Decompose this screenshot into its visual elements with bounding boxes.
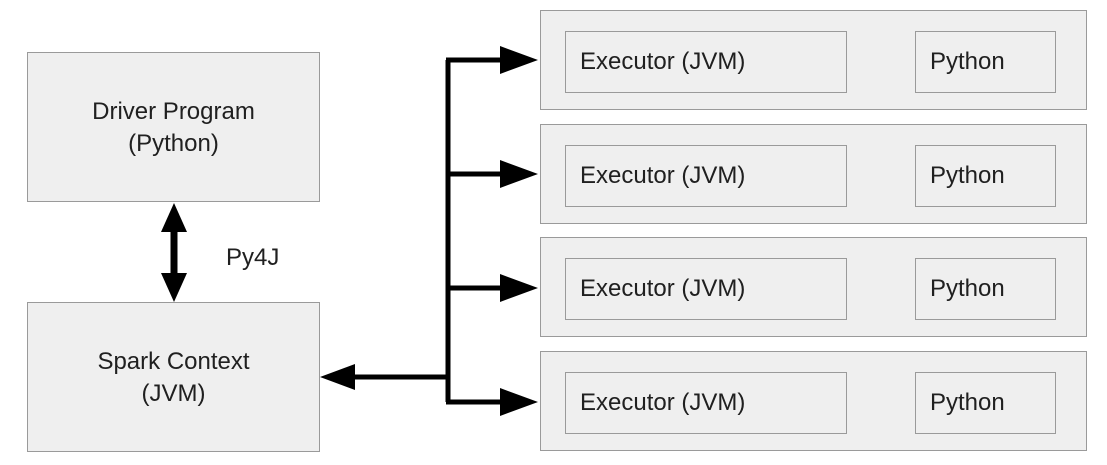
spark-subtitle: (JVM) xyxy=(141,380,206,407)
worker-row: Executor (JVM) Python xyxy=(540,10,1087,110)
python-worker-box: Python xyxy=(915,258,1056,320)
py4j-label: Py4J xyxy=(226,244,280,271)
worker-row: Executor (JVM) Python xyxy=(540,124,1087,224)
python-worker-box: Python xyxy=(915,145,1056,207)
spark-context-box: Spark Context (JVM) xyxy=(27,302,320,452)
branch-arrow-row-1 xyxy=(446,160,538,188)
worker-row: Executor (JVM) Python xyxy=(540,351,1087,451)
python-worker-box: Python xyxy=(915,31,1056,93)
driver-subtitle: (Python) xyxy=(128,130,219,157)
executor-box: Executor (JVM) xyxy=(565,372,847,434)
py4j-double-arrow xyxy=(161,203,187,302)
spark-title: Spark Context xyxy=(97,348,250,375)
spark-to-bus-arrow xyxy=(320,364,448,390)
executor-box: Executor (JVM) xyxy=(565,31,847,93)
branch-arrow-row-2 xyxy=(446,274,538,302)
branch-arrow-row-3 xyxy=(446,388,538,416)
driver-title: Driver Program xyxy=(92,98,255,125)
branch-arrow-row-0 xyxy=(446,46,538,74)
executor-box: Executor (JVM) xyxy=(565,258,847,320)
executor-box: Executor (JVM) xyxy=(565,145,847,207)
driver-program-box: Driver Program (Python) xyxy=(27,52,320,202)
python-worker-box: Python xyxy=(915,372,1056,434)
worker-row: Executor (JVM) Python xyxy=(540,237,1087,337)
